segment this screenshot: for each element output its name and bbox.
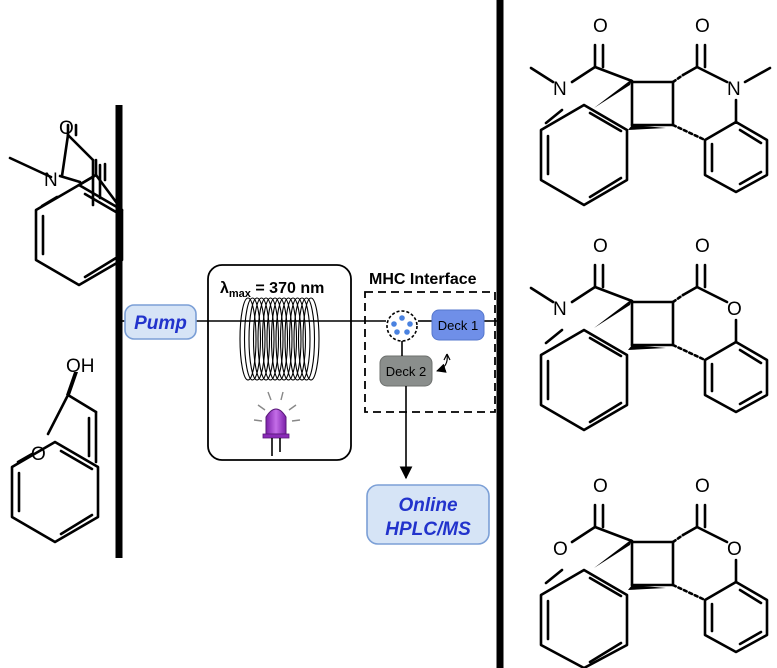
coil-loop [252,297,271,381]
coil-loop [248,297,266,381]
p3-atom-o1: O [553,539,568,560]
p1-atom-n2: N [727,79,741,100]
coil-loop [275,297,293,381]
p1-atom-n1: N [553,79,567,100]
p3-atom-o4: O [727,539,742,560]
photoreactor: λmax = 370 nm [207,264,352,461]
pump-label: Pump [134,313,187,334]
reactor-coil [239,297,320,381]
deck2-box[interactable]: Deck 2 [379,355,433,387]
atom-o: O [59,118,74,139]
hplc-line2: HPLC/MS [385,519,471,540]
transfer-arrow [436,353,448,373]
interface-title: MHC Interface [369,271,477,288]
p2-atom-n: N [553,299,567,320]
coil-loop [239,297,257,381]
p1-atom-o2: O [695,16,710,37]
hplc-ms-box[interactable]: Online HPLC/MS [366,484,490,545]
deck2-label: Deck 2 [386,364,426,379]
atom-oh: OH [66,356,95,377]
product-1: N O O N [529,16,772,207]
product-3: O O O O [539,476,769,668]
coil-loop [257,297,275,381]
atom-o-ring: O [31,444,46,465]
p2-atom-o3: O [727,299,742,320]
led-icon [253,391,301,456]
mhc-interface: MHC Interface [364,271,496,413]
coil-loop [302,297,320,381]
coil-loop [261,297,280,381]
coil-loop [297,297,316,381]
coil-loop [284,297,302,381]
product-2: N O O O [529,236,769,432]
coil-loop [288,297,307,381]
deck1-label: Deck 1 [438,318,478,333]
deck1-box[interactable]: Deck 1 [431,309,485,341]
wedge-bond [66,372,78,395]
p2-atom-o2: O [695,236,710,257]
p1-atom-o1: O [593,16,608,37]
coil-loop [243,297,262,381]
p2-atom-o1: O [593,236,608,257]
p3-atom-o2: O [593,476,608,497]
p3-atom-o3: O [695,476,710,497]
molecule-quinolinone: N O [8,118,124,287]
hplc-line1: Online [398,495,458,516]
coil-loop [279,297,298,381]
pump-box[interactable]: Pump [124,304,197,340]
molecule-chromenol: O OH [10,356,100,544]
selector-valve-icon[interactable] [386,310,418,342]
coil-loop [293,297,311,381]
coil-loop [266,297,284,381]
coil-loop [270,297,289,381]
wavelength-label: λmax = 370 nm [220,280,324,300]
atom-n: N [44,170,58,191]
